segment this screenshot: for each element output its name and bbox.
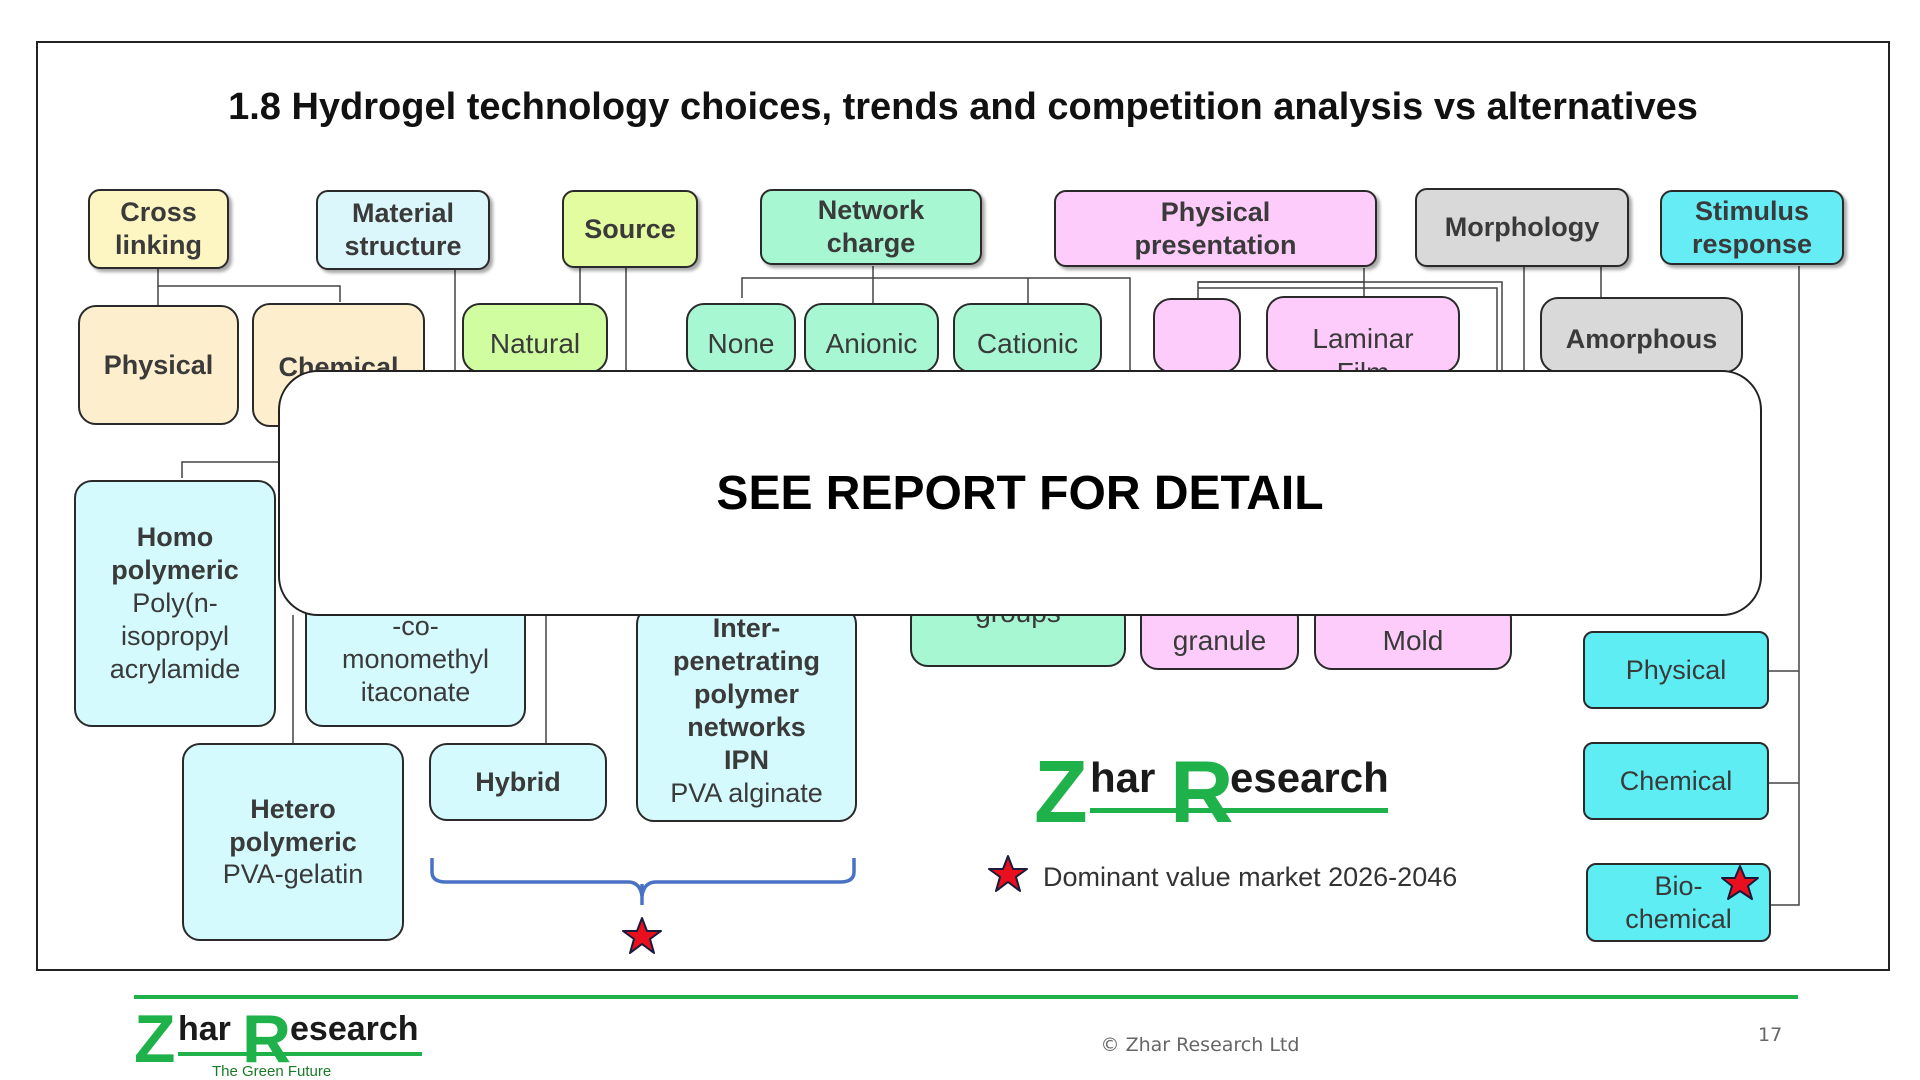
node-physical-label: Physical [103, 349, 214, 380]
stim-chemical-label: Chemical [1619, 765, 1733, 796]
node-stim-physical: Physical [1583, 631, 1769, 709]
node-laminar-film: Laminar Film [1266, 296, 1460, 373]
header-network-charge-label: Network charge [817, 195, 925, 258]
red-star-icon [622, 917, 662, 954]
see-report-overlay: SEE REPORT FOR DETAIL [278, 370, 1762, 616]
red-star-icon [988, 855, 1028, 892]
node-laminar-film-label: Laminar Film [1312, 323, 1414, 373]
homo-polymeric-example: Poly(n-isopropyl acrylamide [109, 588, 241, 684]
header-cross-linking-label: Cross linking [115, 197, 202, 260]
node-amorphous: Amorphous [1540, 297, 1743, 373]
slide-title: 1.8 Hydrogel technology choices, trends … [228, 86, 1698, 128]
footer-logo-z: Z [134, 1001, 176, 1077]
header-physical-presentation-label: Physical presentation [1134, 196, 1297, 260]
copolymer-example: -co-monomethyl itaconate [341, 611, 490, 708]
header-cross-linking: Cross linking [88, 189, 229, 269]
red-star-icon [1721, 865, 1759, 900]
homo-polymeric-title: Homo polymeric [111, 522, 239, 586]
node-amorphous-label: Amorphous [1565, 324, 1718, 354]
node-hetero-polymeric: Hetero polymeric PVA-gelatin [182, 743, 404, 941]
hetero-polymeric-title: Hetero polymeric [229, 793, 357, 857]
footer-logo-tagline: The Green Future [212, 1063, 331, 1080]
header-network-charge: Network charge [760, 189, 982, 265]
node-hybrid: Hybrid [429, 743, 607, 821]
node-stim-biochemical: Bio-chemical [1586, 863, 1771, 942]
node-natural-label: Natural [489, 328, 581, 359]
node-anionic: Anionic [804, 303, 939, 373]
granule-label: granule [1172, 624, 1267, 656]
node-cationic-label: Cationic [976, 328, 1079, 359]
header-morphology: Morphology [1415, 188, 1629, 267]
header-stimulus-response-label: Stimulus response [1691, 195, 1813, 259]
header-source-label: Source [584, 213, 676, 244]
header-material-structure: Material structure [316, 190, 490, 270]
slide-frame [36, 41, 1890, 971]
ipn-example: PVA alginate [670, 778, 823, 809]
node-anionic-label: Anionic [825, 328, 918, 359]
zhar-research-logo-center: Z har R esearch [1034, 742, 1389, 841]
page-number: 17 [1758, 1024, 1783, 1046]
header-physical-presentation: Physical presentation [1054, 190, 1377, 267]
header-material-structure-label: Material structure [344, 198, 462, 261]
node-natural: Natural [462, 303, 608, 373]
mold-label: Mold [1382, 624, 1444, 656]
node-stim-chemical: Chemical [1583, 742, 1769, 820]
header-source: Source [562, 190, 698, 268]
footer-logo-har: har [178, 1010, 231, 1048]
node-ipn: Inter-penetrating polymer networks IPN P… [636, 606, 857, 822]
stim-physical-label: Physical [1625, 654, 1727, 685]
footer-logo-r: R [242, 1001, 291, 1077]
stim-biochemical-label: Bio-chemical [1625, 870, 1732, 934]
ipn-title: Inter-penetrating polymer networks IPN [672, 613, 820, 776]
zhar-research-logo-footer: Z har R esearch The Green Future [134, 1001, 422, 1080]
footer-logo-esearch: esearch [290, 1010, 419, 1048]
node-cationic: Cationic [953, 303, 1102, 373]
legend-text: Dominant value market 2026-2046 [1043, 862, 1458, 892]
header-stimulus-response: Stimulus response [1660, 190, 1844, 265]
logo-r: R [1170, 742, 1234, 841]
node-physical: Physical [78, 305, 239, 425]
node-none-label: None [707, 328, 775, 359]
node-hybrid-label: Hybrid [475, 766, 561, 797]
node-homo-polymeric: Homo polymeric Poly(n-isopropyl acrylami… [74, 480, 276, 727]
hetero-polymeric-example: PVA-gelatin [222, 859, 364, 890]
logo-z: Z [1034, 742, 1088, 841]
footer-green-rule [134, 995, 1798, 999]
logo-har: har [1090, 754, 1155, 801]
overlay-text: SEE REPORT FOR DETAIL [716, 466, 1324, 520]
logo-esearch: esearch [1230, 754, 1389, 801]
node-copolymer-partial: -co-monomethyl itaconate [305, 596, 526, 727]
footer-copyright: © Zhar Research Ltd [1100, 1034, 1300, 1056]
header-morphology-label: Morphology [1444, 212, 1600, 243]
